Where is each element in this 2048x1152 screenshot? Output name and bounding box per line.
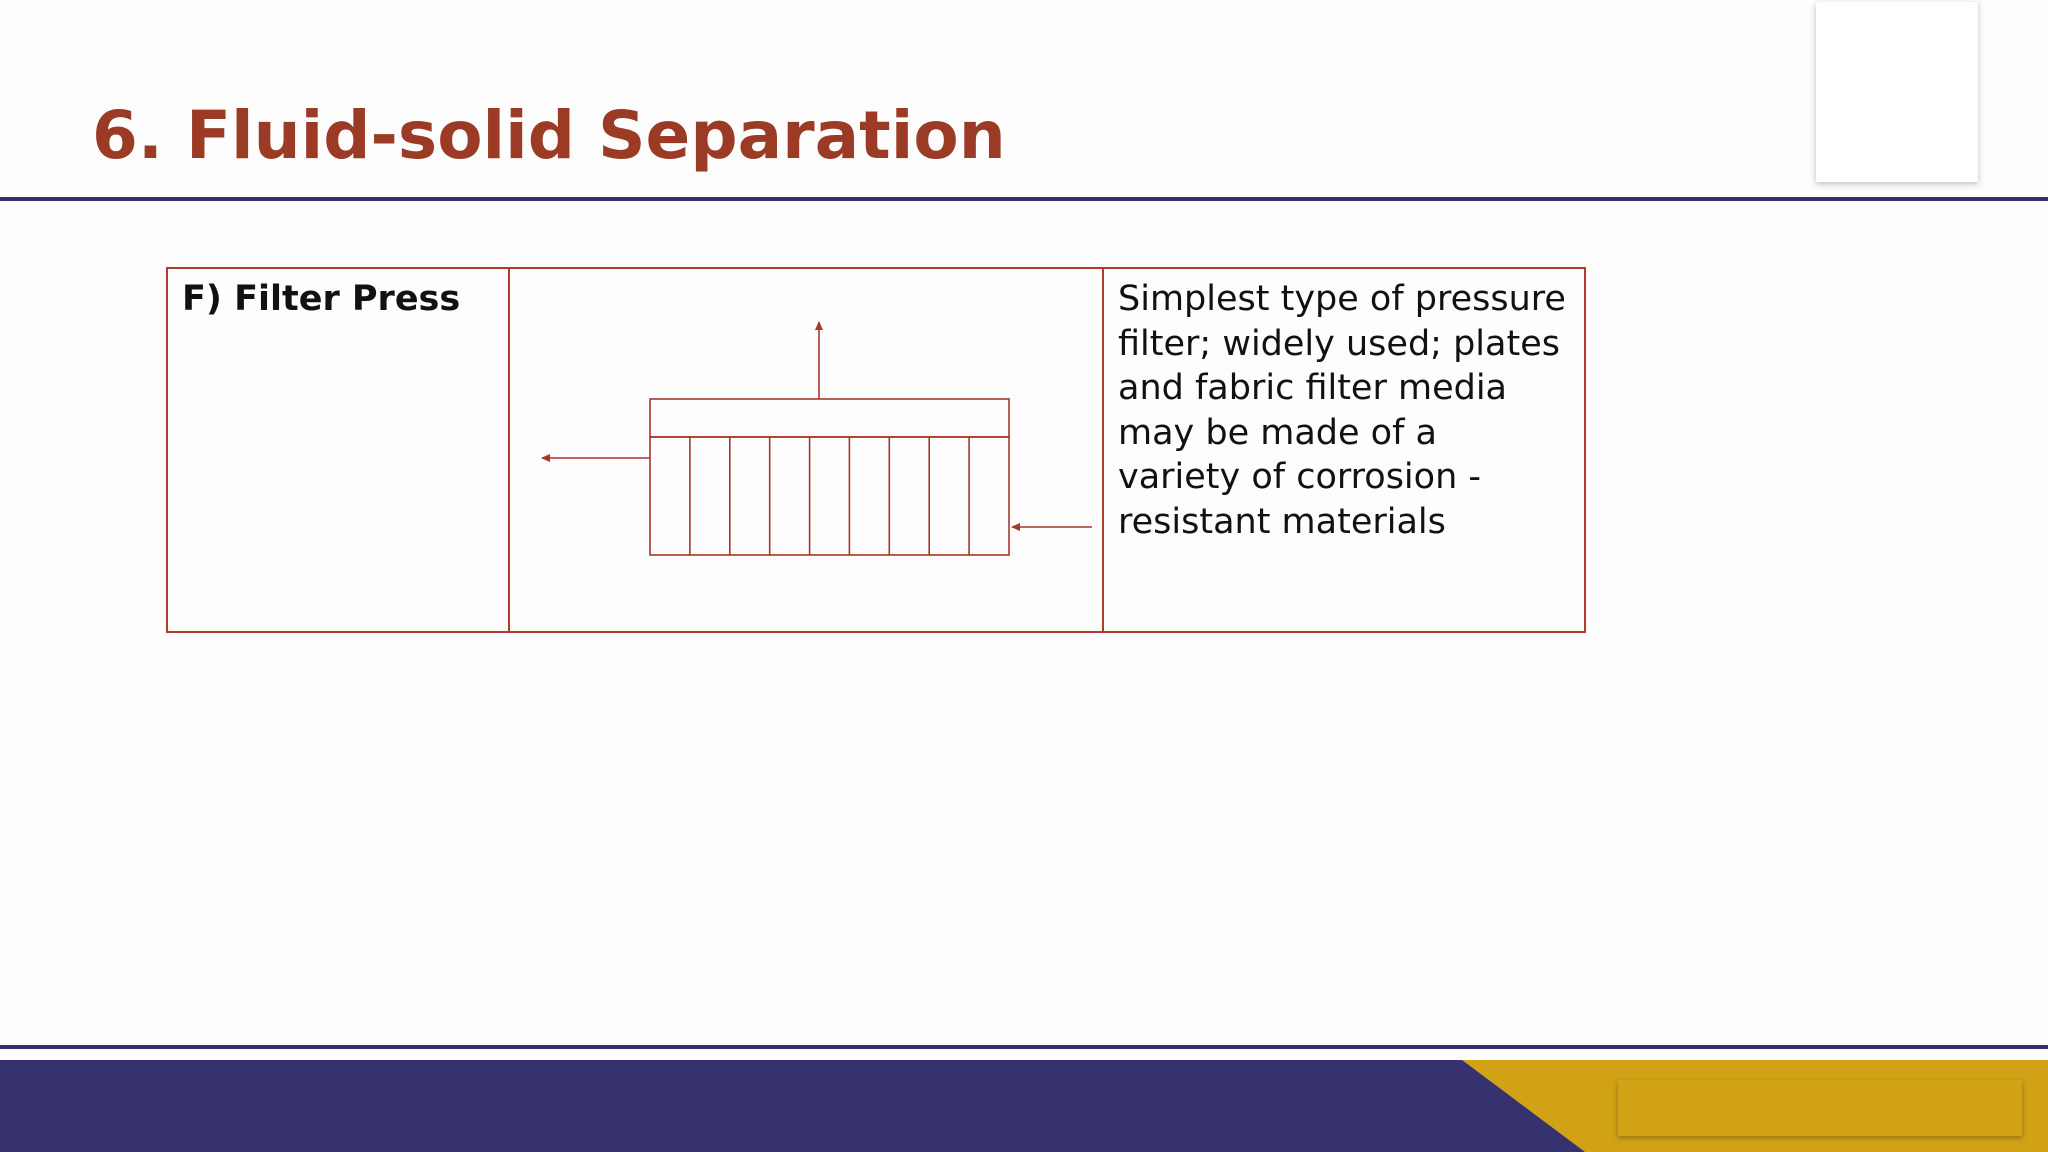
- diagram-cell: [508, 267, 1104, 633]
- table-row: F) Filter Press: [166, 267, 1586, 633]
- press-header-bar: [649, 398, 1010, 438]
- press-plate-stack: [649, 436, 1010, 556]
- content-table: F) Filter Press: [166, 267, 1586, 633]
- slide-title: 6. Fluid-solid Separation: [92, 97, 1006, 174]
- filter-press-diagram: [541, 321, 1092, 556]
- equipment-label: F) Filter Press: [182, 279, 461, 319]
- description-cell: Simplest type of pressure filter; widely…: [1102, 267, 1586, 633]
- title-divider: [0, 197, 2048, 201]
- footer-divider: [0, 1045, 2048, 1049]
- plate-dividers: [689, 437, 970, 555]
- label-cell: F) Filter Press: [166, 267, 510, 633]
- footer-gold-tab: [1618, 1080, 2022, 1136]
- equipment-description: Simplest type of pressure filter; widely…: [1118, 279, 1566, 542]
- logo-placeholder: [1816, 2, 1978, 182]
- filter-press-body: [649, 398, 1010, 556]
